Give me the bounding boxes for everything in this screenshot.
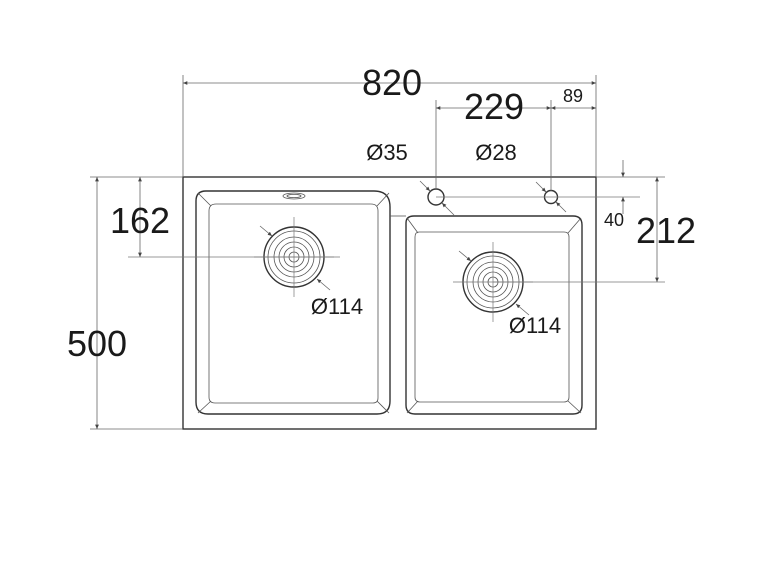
overall-width-label: 820	[362, 62, 422, 103]
large-tap-hole-label: Ø35	[366, 140, 408, 165]
tap-hole-depth-label: 40	[604, 210, 624, 230]
left-bowl	[195, 190, 391, 415]
tap-hole-large	[419, 180, 455, 216]
left-drain-label: Ø114	[311, 294, 363, 319]
left-drain-offset-label: 162	[110, 200, 170, 241]
right-bowl	[390, 215, 583, 415]
overall-depth-label: 500	[67, 323, 127, 364]
right-drain-label: Ø114	[509, 313, 561, 338]
small-tap-hole-label: Ø28	[475, 140, 517, 165]
right-drain-offset-label: 212	[636, 210, 696, 251]
tap-hole-spacing-label: 229	[464, 86, 524, 127]
tap-hole-edge-offset-label: 89	[563, 86, 583, 106]
sink-outline	[182, 176, 597, 430]
